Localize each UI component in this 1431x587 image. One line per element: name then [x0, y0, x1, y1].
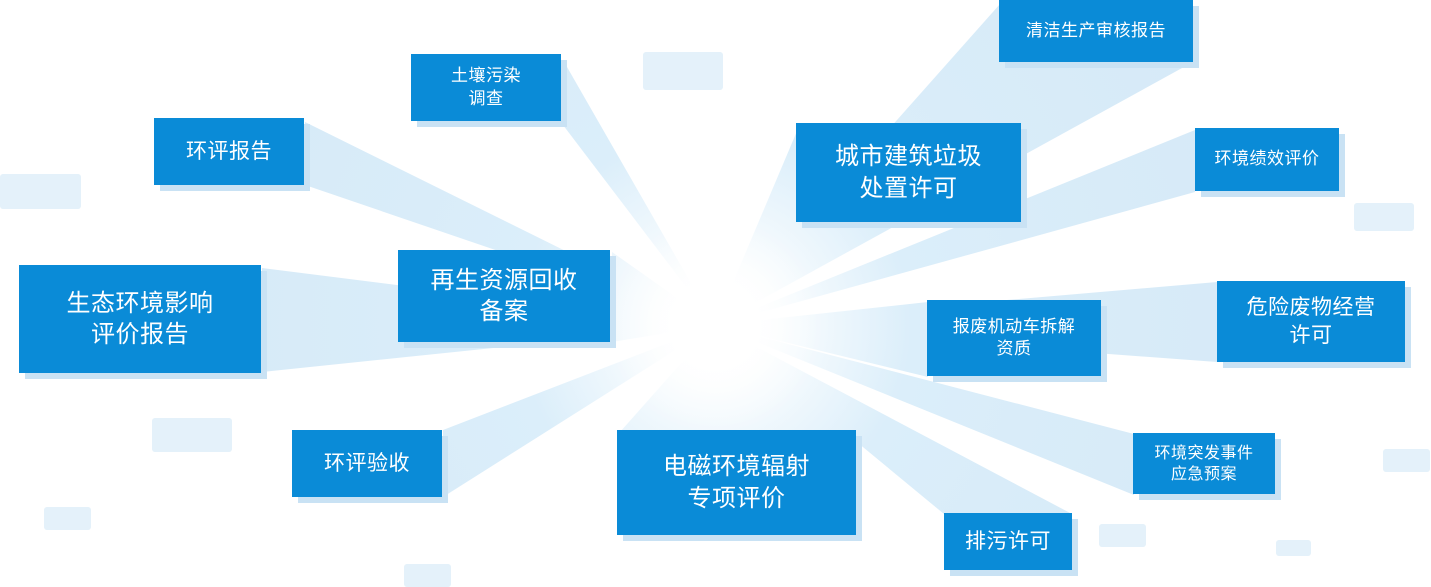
node-hazardous-waste-permit: 危险废物经营 许可: [1217, 281, 1411, 368]
node-eia-report: 环评报告: [154, 118, 310, 191]
decor-square: [152, 418, 232, 452]
decor-square: [1383, 449, 1430, 472]
node-em-radiation-assessment: 电磁环境辐射 专项评价: [617, 430, 862, 541]
decor-square: [404, 564, 451, 587]
node-label: 环境绩效评价: [1214, 149, 1320, 170]
node-label: 清洁生产审核报告: [1026, 20, 1166, 41]
node-label: 应急预案: [1170, 463, 1237, 483]
node-label: 环境突发事件: [1154, 442, 1254, 462]
node-label: 环评报告: [186, 138, 272, 163]
node-label: 调查: [468, 88, 504, 109]
node-label: 处置许可: [859, 173, 958, 202]
node-label: 再生资源回收: [430, 265, 578, 294]
node-label: 专项评价: [687, 483, 786, 512]
node-vehicle-dismantling: 报废机动车拆解 资质: [927, 300, 1107, 382]
node-discharge-permit: 排污许可: [944, 513, 1078, 576]
decor-square: [1354, 203, 1414, 231]
node-clean-production-audit: 清洁生产审核报告: [999, 0, 1199, 68]
decor-square: [1099, 524, 1146, 547]
decor-square: [0, 174, 81, 209]
node-construction-waste-permit: 城市建筑垃圾 处置许可: [796, 123, 1027, 228]
ray-emergency: [715, 325, 1134, 495]
node-label: 电磁环境辐射: [663, 452, 810, 481]
node-soil-pollution-survey: 土壤污染 调查: [411, 54, 567, 127]
node-label: 危险废物经营: [1246, 295, 1376, 320]
node-label: 土壤污染: [451, 66, 521, 87]
node-env-performance: 环境绩效评价: [1195, 128, 1345, 197]
node-eco-eia-report: 生态环境影响 评价报告: [19, 265, 267, 379]
node-recycling-filing: 再生资源回收 备案: [398, 250, 616, 348]
decor-square: [643, 52, 723, 90]
node-label: 资质: [996, 339, 1032, 359]
node-label: 评价报告: [91, 320, 189, 348]
decor-square: [44, 507, 91, 530]
decor-square: [1276, 540, 1311, 556]
node-label: 备案: [479, 297, 529, 325]
node-label: 城市建筑垃圾: [835, 142, 982, 171]
node-label: 许可: [1289, 322, 1333, 347]
node-label: 排污许可: [965, 528, 1051, 553]
node-eia-acceptance: 环评验收: [292, 430, 448, 503]
node-emergency-plan: 环境突发事件 应急预案: [1133, 433, 1281, 500]
node-label: 环评验收: [324, 450, 410, 475]
node-label: 生态环境影响: [66, 288, 214, 317]
node-label: 报废机动车拆解: [952, 316, 1076, 337]
